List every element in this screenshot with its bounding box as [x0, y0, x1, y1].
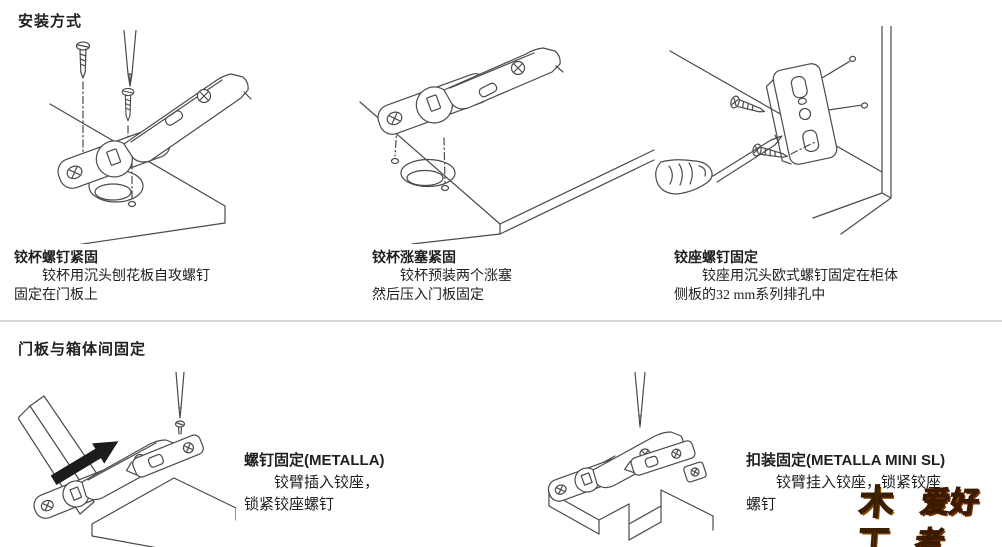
- figure-plate-screw-fixing: [655, 26, 1002, 244]
- hinge: [547, 431, 684, 502]
- screwdriver: [712, 134, 783, 183]
- watermark-logo: 木工 爱好者: [855, 483, 1002, 547]
- hinge: [377, 47, 564, 135]
- caption-title: 铰杯螺钉紧固: [14, 249, 98, 265]
- caption-title: 扣装固定(METALLA MINI SL): [746, 452, 946, 469]
- mounting-plate: [624, 440, 707, 483]
- caption-line: 铰座用沉头欧式螺钉固定在柜体: [702, 269, 898, 284]
- caption-plate-screw: 铰座螺钉固定 铰座用沉头欧式螺钉固定在柜体 侧板的32 mm系列排孔中: [674, 248, 1002, 305]
- figure-cup-screw-fixing: [28, 30, 328, 244]
- caption-title: 螺钉固定(METALLA): [244, 452, 385, 469]
- caption-line: 螺钉: [746, 497, 777, 513]
- screwdriver: [634, 372, 646, 428]
- caption-metalla-mini-sl: 扣装固定(METALLA MINI SL) 铰臂挂入铰座，锁紧铰座 螺钉: [746, 450, 1002, 516]
- caption-line: 铰臂插入铰座，: [274, 475, 380, 491]
- caption-title: 铰杯涨塞紧固: [372, 249, 456, 265]
- caption-line: 然后压入门板固定: [372, 288, 484, 303]
- caption-line: 铰杯用沉头刨花板自攻螺钉: [42, 269, 210, 284]
- section-title-install: 安装方式: [18, 13, 83, 30]
- caption-line: 侧板的32 mm系列排孔中: [674, 288, 826, 303]
- screwdriver: [123, 30, 137, 87]
- caption-line: 铰杯预装两个涨塞: [400, 269, 512, 284]
- watermark-text: 爱好者: [912, 486, 982, 547]
- caption-line: 锁紧铰座螺钉: [244, 497, 335, 513]
- caption-line: 固定在门板上: [14, 288, 98, 303]
- caption-cup-dowel: 铰杯涨塞紧固 铰杯预装两个涨塞 然后压入门板固定: [372, 248, 662, 305]
- figure-metalla-mini-sl-clip-fixing: [543, 372, 745, 547]
- caption-metalla: 螺钉固定(METALLA) 铰臂插入铰座， 锁紧铰座螺钉: [244, 450, 484, 516]
- mounting-plate: [765, 55, 869, 165]
- screw: [174, 420, 186, 435]
- hinge: [57, 73, 252, 200]
- cabinet-side-panel: [669, 26, 892, 235]
- caption-cup-screw: 铰杯螺钉紧固 铰杯用沉头刨花板自攻螺钉 固定在门板上: [14, 248, 324, 305]
- section-divider: [0, 320, 1002, 322]
- cabinet-panel: [91, 477, 236, 547]
- cup-hole: [390, 157, 456, 192]
- section-title-door-fixing: 门板与箱体间固定: [18, 341, 147, 358]
- figure-cup-dowel-fixing: [348, 34, 660, 244]
- caption-title: 铰座螺钉固定: [674, 249, 758, 265]
- figure-metalla-screw-fixing: [18, 372, 236, 547]
- mounting-plate: [125, 434, 204, 478]
- hand: [655, 159, 713, 195]
- screw: [730, 95, 816, 158]
- screwdriver: [175, 372, 185, 419]
- screw: [75, 41, 135, 122]
- woodworker-logo-icon: 木工: [855, 483, 890, 547]
- caption-line: 铰臂挂入铰座，锁紧铰座: [776, 475, 942, 491]
- direction-arrow: [50, 441, 119, 485]
